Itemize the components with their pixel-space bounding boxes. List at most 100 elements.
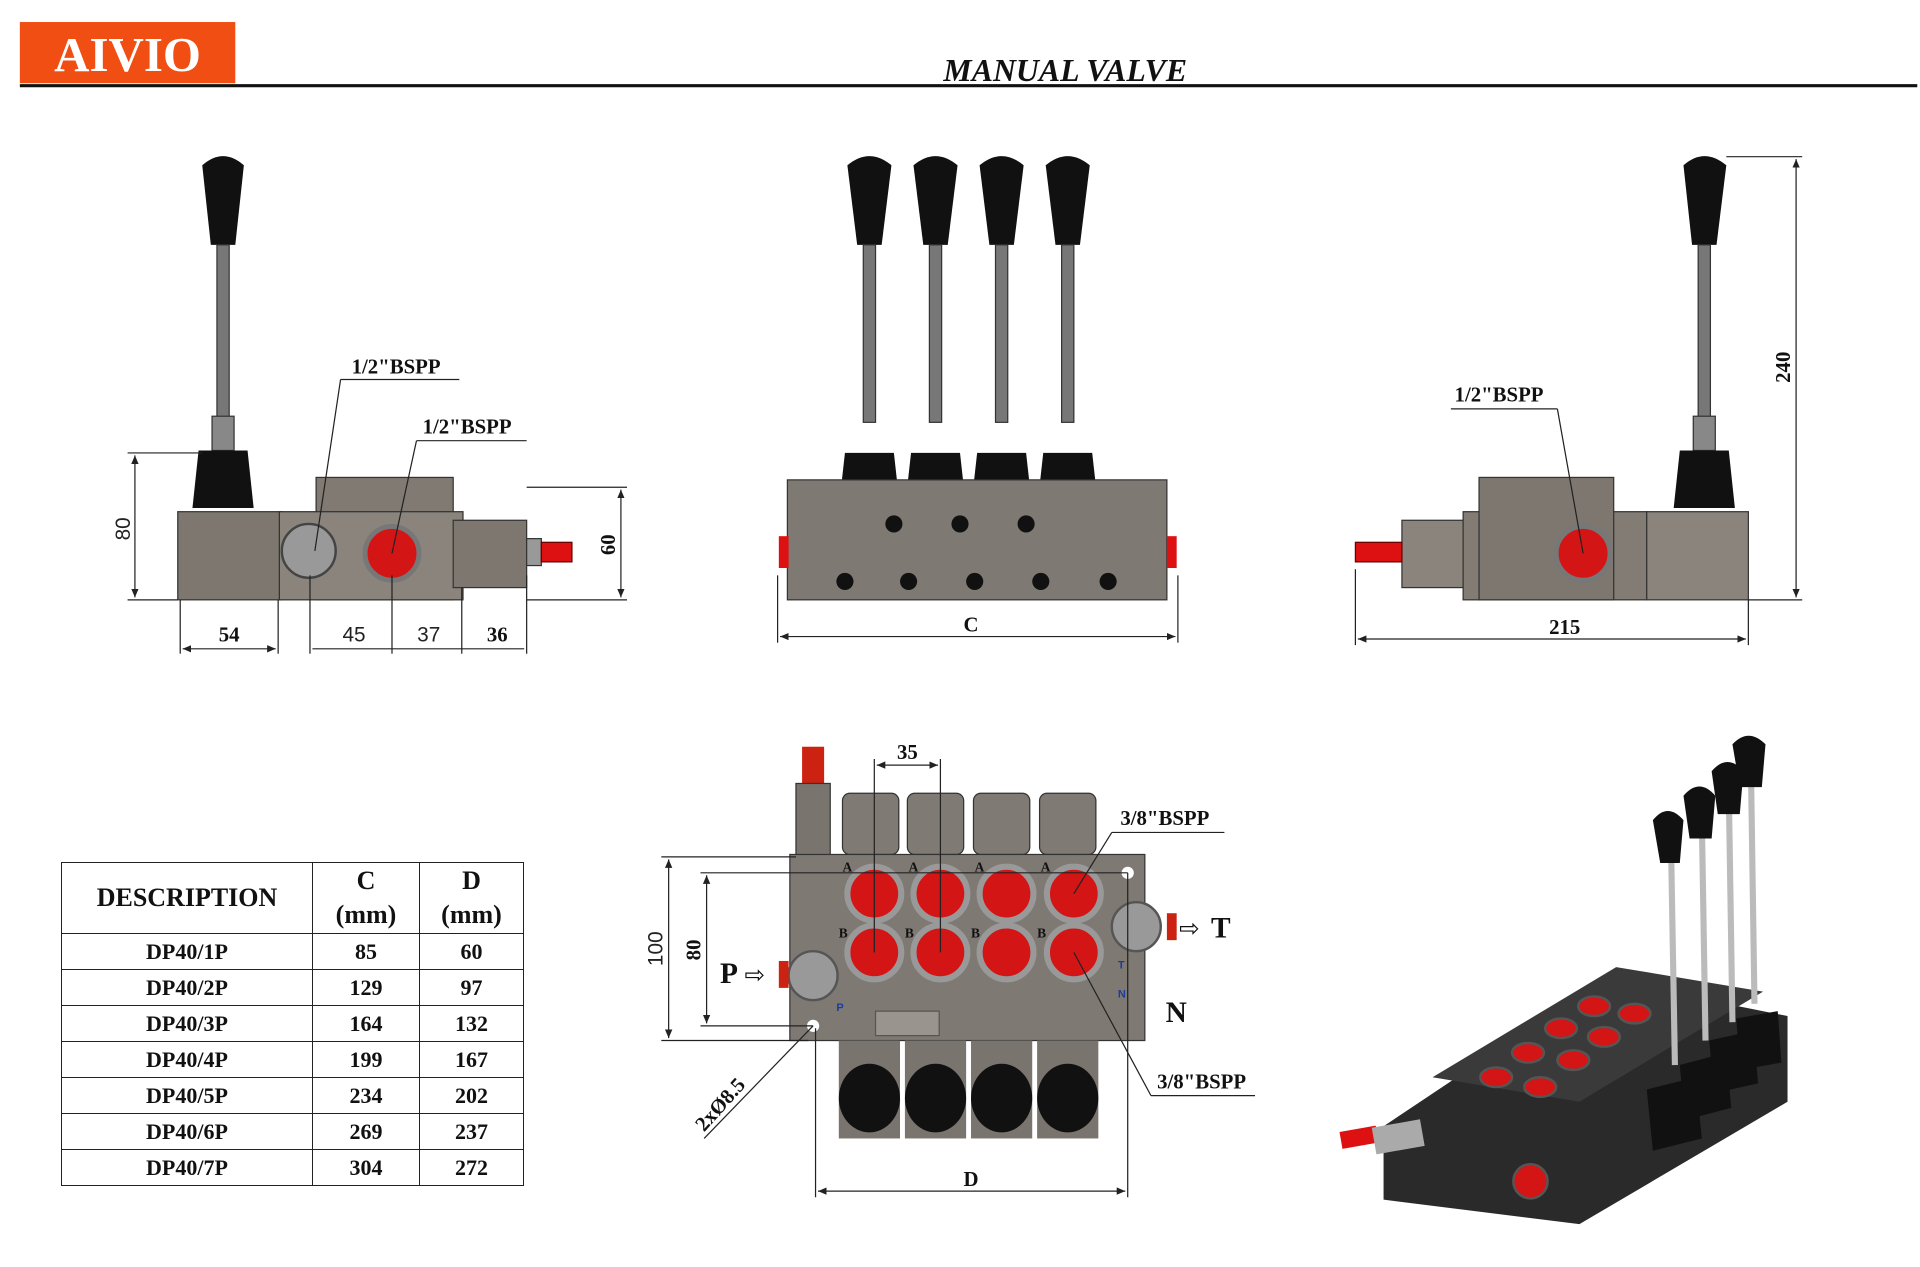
side-view-right: 1/2"BSPP 240 215 <box>1354 156 1803 646</box>
page-title: MANUAL VALVE <box>942 53 1187 88</box>
drawing-shape <box>452 519 528 589</box>
drawing-label: 1/2"BSPP <box>1455 383 1544 407</box>
d-cell: 202 <box>419 1077 524 1114</box>
drawing-shape <box>1032 572 1050 591</box>
drawing-label: B <box>839 926 848 941</box>
model-cell: DP40/3P <box>61 1005 313 1042</box>
drawing-shape <box>1576 995 1612 1018</box>
drawing-label: N <box>1118 989 1126 1001</box>
col-d-unit: (mm) <box>441 900 502 929</box>
drawing-label: 215 <box>1549 615 1580 639</box>
drawing-label: 3/8"BSPP <box>1120 806 1209 830</box>
drawing-label: ⇨ <box>745 962 766 989</box>
lever-knob <box>202 156 244 245</box>
drawing-shape <box>19 22 236 84</box>
side-view-left: 1/2"BSPP 1/2"BSPP 80 60 54 45 37 36 <box>112 156 628 654</box>
drawing-shape <box>1683 786 1716 839</box>
col-description: DESCRIPTION <box>61 862 313 934</box>
drawing-label: A <box>1041 860 1051 875</box>
drawing-label: P <box>836 1002 843 1014</box>
drawing-label: 45 <box>342 623 365 646</box>
drawing-label: 240 <box>1771 352 1795 383</box>
drawing-shape <box>971 1063 1033 1133</box>
drawing-shape <box>1668 758 1758 1066</box>
drawing-shape <box>976 863 1037 924</box>
dimension-line <box>391 440 418 554</box>
drawing-shape <box>1711 762 1744 815</box>
drawing-shape <box>179 575 528 654</box>
drawing-shape <box>1732 735 1766 788</box>
c-cell: 85 <box>312 933 420 970</box>
dimension-line <box>1556 408 1584 554</box>
c-cell: 269 <box>312 1113 420 1150</box>
drawing-shape <box>778 960 789 988</box>
drawing-shape <box>976 922 1037 983</box>
drawing-shape <box>1166 536 1177 569</box>
c-cell: 129 <box>312 969 420 1006</box>
drawing-shape <box>1045 156 1090 245</box>
lever-rod <box>216 244 230 423</box>
drawing-shape <box>904 1063 967 1133</box>
dimension-line <box>1698 820 1709 1041</box>
drawing-shape <box>1556 1049 1591 1072</box>
model-cell: DP40/4P <box>61 1041 313 1078</box>
drawing-shape <box>1692 415 1716 452</box>
drawing-shape <box>1646 511 1749 601</box>
drawing-label: T <box>1118 959 1125 971</box>
drawing-shape <box>1354 541 1403 563</box>
drawing-shape <box>1510 1041 1546 1064</box>
drawing-shape <box>1617 1002 1652 1025</box>
d-cell: 60 <box>419 933 524 970</box>
drawing-shape <box>1401 519 1470 589</box>
d-cell: 132 <box>419 1005 524 1042</box>
drawing-shape <box>847 156 892 245</box>
drawing-label: 37 <box>417 623 440 646</box>
col-d: D(mm) <box>419 862 524 934</box>
c-cell: 164 <box>312 1005 420 1042</box>
drawing-shape: P T N <box>836 959 1126 1014</box>
drawing-shape <box>1512 1162 1549 1200</box>
drawing-label: B <box>1037 926 1046 941</box>
drawing-label: 80 <box>112 517 135 540</box>
drawing-shape <box>1110 900 1162 953</box>
table-header-row: DESCRIPTION C (mm) D(mm) <box>61 862 524 934</box>
dimension-line <box>1668 856 1678 1066</box>
drawing-shape <box>966 572 984 591</box>
drawing-label: 35 <box>897 740 918 764</box>
d-cell: 97 <box>419 969 524 1006</box>
drawing-shape <box>906 792 965 856</box>
levers <box>838 156 1099 509</box>
drawing-label: 1/2"BSPP <box>352 354 441 378</box>
drawing-shape <box>862 244 877 423</box>
drawing-shape <box>1523 1076 1558 1099</box>
drawing-shape <box>1037 1063 1099 1133</box>
dimension-line <box>1725 789 1736 1023</box>
drawing-shape <box>1673 450 1735 509</box>
rubber-boot <box>192 450 254 509</box>
drawing-shape <box>836 515 1117 591</box>
drawing-label: 80 <box>681 940 705 961</box>
model-cell: DP40/2P <box>61 969 313 1006</box>
d-cell: 237 <box>419 1113 524 1150</box>
col-c-label: C <box>356 866 376 895</box>
model-cell: DP40/6P <box>61 1113 313 1150</box>
drawing-shape <box>787 949 839 1002</box>
col-c-unit: (mm) <box>335 900 397 929</box>
model-cell: DP40/5P <box>61 1077 313 1114</box>
drawing-shape <box>1339 1125 1379 1149</box>
drawing-shape <box>1479 1066 1514 1089</box>
drawing-shape <box>1166 913 1177 941</box>
drawing-shape <box>1038 792 1097 856</box>
brand-logo: AIVIO <box>19 22 236 84</box>
drawing-label: 100 <box>645 931 668 966</box>
drawing-shape <box>1697 244 1712 423</box>
